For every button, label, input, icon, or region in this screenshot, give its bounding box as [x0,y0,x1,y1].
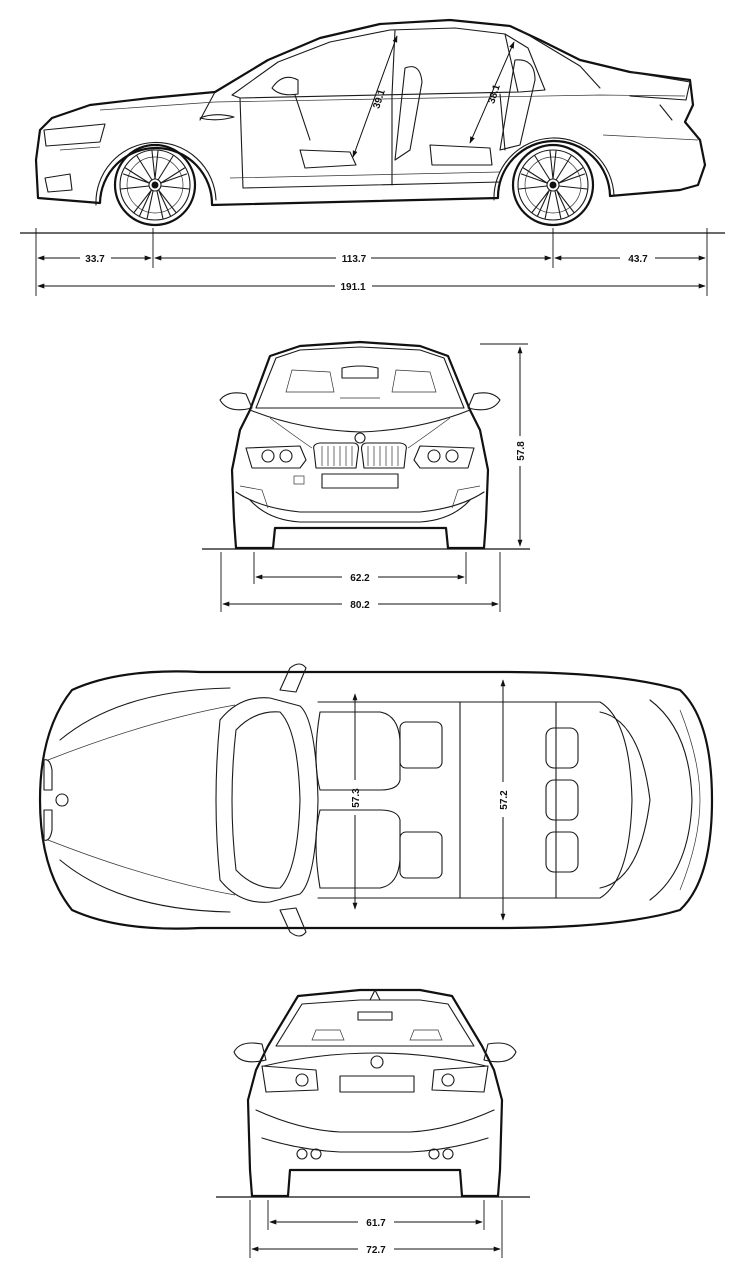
top-body-outline [38,670,714,930]
body-width-label: 72.7 [366,1245,386,1256]
wheelbase-label: 113.7 [342,254,367,265]
side-body-outline [34,18,707,207]
front-overhang-label: 33.7 [85,254,105,265]
rear-track-label: 61.7 [366,1218,386,1229]
rear-overhang-label: 43.7 [628,254,648,265]
front-body-outline [230,340,490,550]
overall-length-label: 191.1 [340,282,365,293]
top-view: 57.3 57.2 [38,663,714,937]
side-view: 39.1 38.1 33.7 113.7 43.7 191.1 [20,18,725,296]
height-label: 57.8 [516,441,527,461]
front-shoulder-room-label: 57.3 [351,788,362,808]
rear-view: 61.7 72.7 [216,988,530,1258]
rear-body-outline [246,988,504,1198]
front-view: 57.8 62.2 80.2 [202,340,530,612]
front-track-label: 62.2 [350,573,370,584]
rear-shoulder-room-label: 57.2 [499,790,510,810]
overall-width-label: 80.2 [350,600,370,611]
